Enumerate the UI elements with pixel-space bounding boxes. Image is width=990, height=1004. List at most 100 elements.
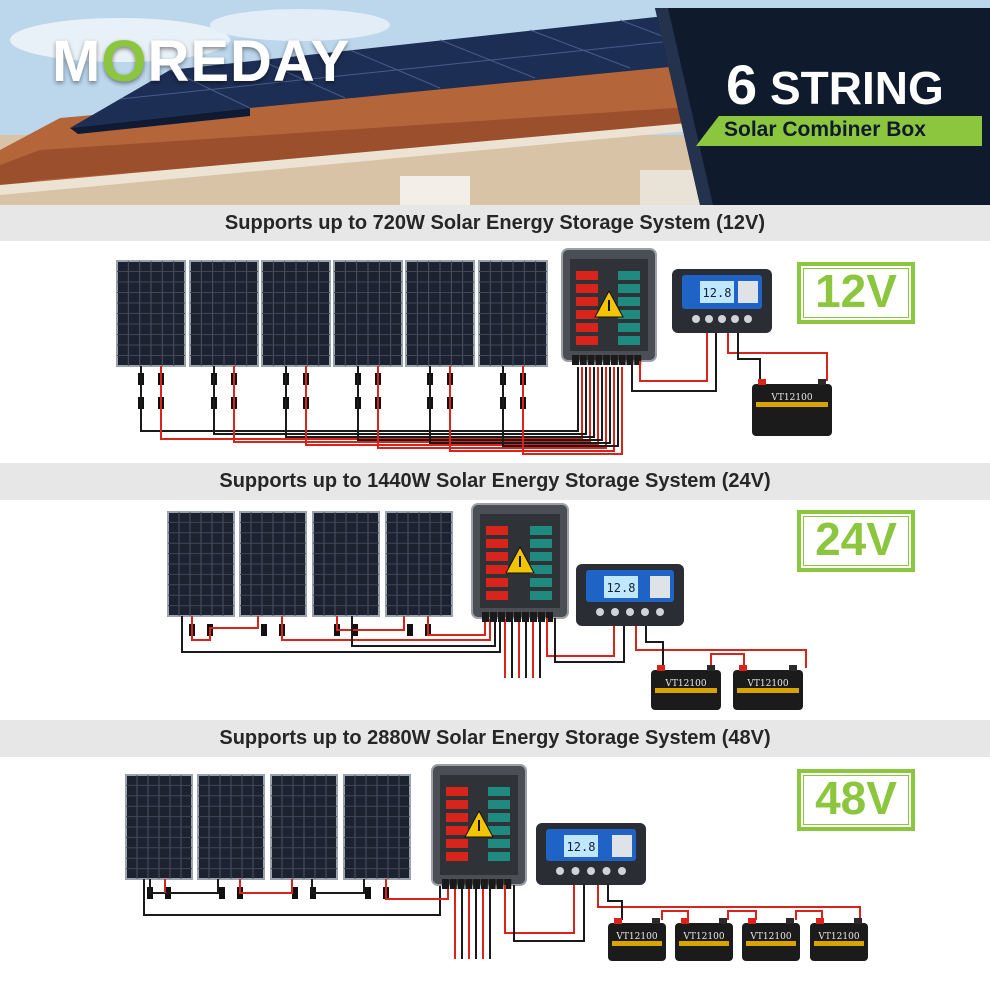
wire — [607, 885, 623, 920]
battery: VT12100 — [742, 918, 800, 961]
combiner-box — [431, 764, 527, 889]
wire — [661, 910, 689, 920]
mc4-connector — [292, 887, 298, 899]
header-banner: MOREDAY 6 STRING Solar Combiner Box — [0, 0, 990, 205]
solar-panel — [333, 260, 403, 367]
mc4-connector — [407, 624, 413, 636]
solar-panel — [197, 774, 265, 880]
wire — [285, 366, 595, 438]
combiner-box — [471, 503, 569, 622]
solar-panel — [261, 260, 331, 367]
wire — [710, 653, 745, 668]
wire — [377, 366, 607, 449]
wire — [554, 618, 625, 663]
wire — [597, 885, 861, 920]
svg-text:VT12100: VT12100 — [746, 679, 788, 689]
wire — [795, 910, 823, 920]
wire — [429, 366, 611, 444]
rooftop-solar-photo — [0, 0, 990, 205]
svg-text:VT12100: VT12100 — [615, 932, 657, 942]
svg-text:VT12100: VT12100 — [770, 393, 812, 403]
solar-panel — [116, 260, 186, 367]
wire — [213, 366, 587, 435]
wire — [140, 366, 579, 432]
svg-text:12.8: 12.8 — [567, 840, 596, 854]
wire — [502, 366, 619, 447]
solar-panel — [125, 774, 193, 880]
wire — [305, 366, 599, 446]
solar-panel — [478, 260, 548, 367]
mc4-connector — [365, 887, 371, 899]
charge-controller: 12.8 — [536, 823, 646, 885]
wire — [239, 879, 293, 894]
moreday-logo: MOREDAY — [52, 29, 351, 94]
wire — [449, 366, 615, 452]
wire — [191, 616, 259, 641]
subtitle-tag — [696, 116, 982, 146]
solar-panel — [239, 511, 307, 617]
wire — [546, 618, 615, 657]
svg-text:12.8: 12.8 — [607, 581, 636, 595]
wire — [281, 616, 491, 641]
product-subtitle: Solar Combiner Box — [724, 118, 926, 141]
wire — [160, 366, 583, 440]
battery: VT12100 — [752, 379, 832, 436]
solar-panel — [189, 260, 259, 367]
wire — [351, 616, 496, 647]
wire — [357, 366, 603, 441]
voltage-badge-24v: 24V — [797, 510, 915, 572]
wire — [635, 626, 807, 668]
svg-text:VT12100: VT12100 — [817, 932, 859, 942]
string-count: 6 — [726, 53, 758, 116]
wire — [513, 885, 585, 942]
section-caption-12v: Supports up to 720W Solar Energy Storage… — [0, 205, 990, 241]
battery: VT12100 — [733, 665, 803, 710]
wire — [631, 333, 717, 392]
voltage-badge-48v: 48V — [797, 769, 915, 831]
wire — [522, 366, 623, 455]
battery: VT12100 — [608, 918, 666, 961]
voltage-badge-12v: 12V — [797, 262, 915, 324]
wire — [727, 910, 757, 920]
wire — [427, 616, 486, 636]
section-caption-24v: Supports up to 1440W Solar Energy Storag… — [0, 463, 990, 500]
solar-panel — [270, 774, 338, 880]
battery: VT12100 — [675, 918, 733, 961]
solar-panel — [385, 511, 453, 617]
wire — [504, 885, 575, 934]
wire — [181, 616, 501, 653]
combiner-box — [561, 248, 657, 365]
section-caption-48v: Supports up to 2880W Solar Energy Storag… — [0, 720, 990, 757]
wire — [737, 333, 761, 381]
wire — [639, 333, 708, 382]
battery: VT12100 — [651, 665, 721, 710]
wire — [233, 366, 591, 443]
solar-panel — [312, 511, 380, 617]
wire — [385, 879, 449, 900]
solar-panel — [167, 511, 235, 617]
svg-text:VT12100: VT12100 — [682, 932, 724, 942]
wire — [336, 616, 405, 631]
string-word: STRING — [769, 62, 944, 114]
battery: VT12100 — [810, 918, 868, 961]
wire — [311, 879, 365, 894]
mc4-connector — [261, 624, 267, 636]
wire — [645, 626, 664, 668]
svg-text:VT12100: VT12100 — [664, 679, 706, 689]
charge-controller: 12.8 — [576, 564, 684, 626]
product-title: 6 STRING — [726, 52, 944, 117]
mc4-connector — [219, 887, 225, 899]
charge-controller: 12.8 — [672, 269, 772, 333]
wire — [149, 879, 219, 894]
svg-text:VT12100: VT12100 — [749, 932, 791, 942]
solar-panel — [343, 774, 411, 880]
solar-panel — [405, 260, 475, 367]
svg-text:12.8: 12.8 — [703, 286, 732, 300]
wire — [727, 333, 828, 381]
